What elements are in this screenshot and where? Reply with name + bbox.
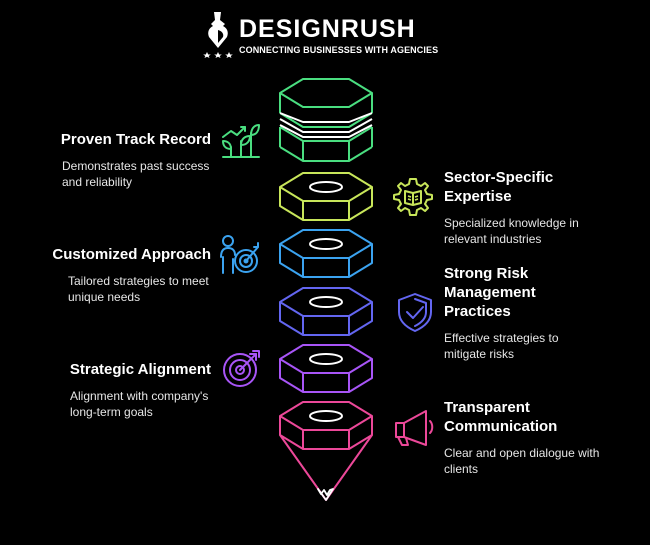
item-sector-specific-expertise: Sector-Specific Expertise Specialized kn… — [444, 168, 629, 247]
brand-tagline: CONNECTING BUSINESSES WITH AGENCIES — [239, 45, 439, 55]
item-title: Sector-Specific Expertise — [444, 169, 554, 205]
designrush-logo: DESIGNRUSH CONNECTING BUSINESSES WITH AG… — [203, 10, 453, 58]
item-description: Demonstrates past success and reliabilit… — [62, 159, 210, 189]
indigo-nut-hole — [309, 296, 343, 308]
person-target-icon — [220, 235, 259, 274]
indigo-hex-nut — [279, 287, 373, 336]
item-description: Clear and open dialogue with clients — [444, 446, 600, 476]
item-description: Specialized knowledge in relevant indust… — [444, 216, 579, 246]
violet-hex-nut — [279, 344, 373, 393]
pencil-tip — [317, 488, 334, 501]
item-title: Customized Approach — [52, 246, 211, 263]
item-strategic-alignment: Strategic Alignment Alignment with compa… — [11, 360, 211, 420]
white-band — [279, 112, 373, 138]
designrush-logo-mark-icon — [203, 12, 233, 58]
megaphone-icon — [395, 410, 434, 446]
blue-hex-nut — [279, 229, 373, 278]
item-description: Tailored strategies to meet unique needs — [68, 274, 209, 304]
item-title: Proven Track Record — [60, 131, 211, 148]
gear-book-icon — [393, 178, 433, 216]
target-arrow-icon — [223, 350, 260, 387]
violet-nut-hole — [309, 353, 343, 365]
shield-check-icon — [398, 293, 432, 332]
growth-plant-icon — [222, 124, 260, 158]
item-transparent-communication: Transparent Communication Clear and open… — [444, 398, 629, 477]
item-title: Strong Risk Management Practices — [444, 265, 536, 320]
item-customized-approach: Customized Approach Tailored strategies … — [11, 245, 211, 305]
item-proven-track-record: Proven Track Record Demonstrates past su… — [11, 130, 211, 190]
item-description: Alignment with company's long-term goals — [70, 389, 209, 419]
item-strong-risk-management: Strong Risk Management Practices Effecti… — [444, 264, 629, 362]
pink-nut-hole — [309, 410, 343, 422]
item-title: Transparent Communication — [444, 399, 558, 435]
lime-nut-hole — [309, 181, 343, 193]
brand-name: DESIGNRUSH — [239, 15, 416, 43]
pink-hex-nut — [279, 401, 373, 501]
lime-hex-nut — [279, 172, 373, 221]
item-description: Effective strategies to mitigate risks — [444, 331, 559, 361]
item-title: Strategic Alignment — [69, 361, 211, 378]
blue-nut-hole — [309, 238, 343, 250]
green-hex-cap — [279, 78, 373, 162]
